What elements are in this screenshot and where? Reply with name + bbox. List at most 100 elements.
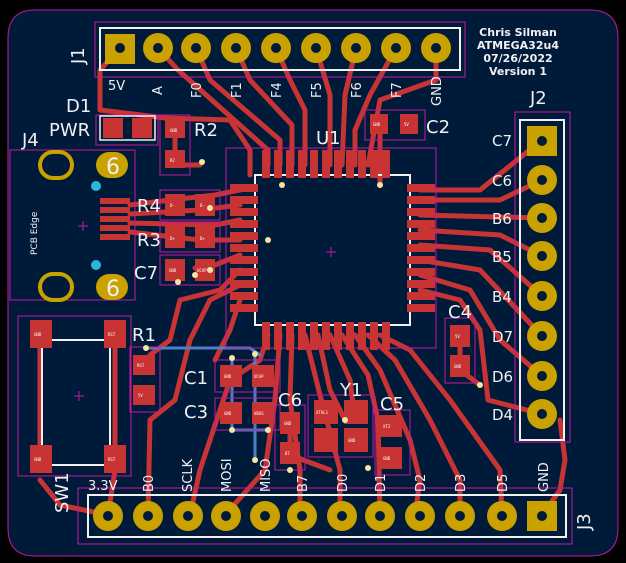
j2-pin-labels: C7 C6 B6 B5 B4 D7 D6 D4 — [492, 132, 513, 424]
ref-c3: C3 — [184, 402, 208, 423]
chip-text: ATMEGA32u4 — [477, 39, 559, 52]
board-info-block: Chris Silman ATMEGA32u4 07/26/2022 Versi… — [477, 26, 559, 78]
svg-text:GND: GND — [454, 364, 462, 369]
svg-text:3.3V: 3.3V — [88, 479, 118, 494]
date-text: 07/26/2022 — [483, 52, 552, 65]
svg-text:GND: GND — [169, 268, 177, 273]
smd-parts — [103, 114, 470, 469]
ref-j3: J3 — [574, 513, 595, 531]
j1-label-5v: 5V — [108, 79, 125, 94]
ref-c1: C1 — [184, 368, 208, 389]
ref-sw1: SW1 — [52, 472, 73, 513]
svg-text:RST: RST — [108, 457, 116, 462]
vias — [143, 159, 483, 473]
svg-text:D1: D1 — [374, 474, 389, 492]
ref-d1: D1 — [66, 96, 91, 117]
svg-text:D6: D6 — [492, 368, 513, 386]
ref-u1: U1 — [316, 128, 341, 149]
svg-text:RST: RST — [108, 332, 116, 337]
svg-text:XT2: XT2 — [383, 424, 391, 429]
svg-text:SCLK: SCLK — [181, 458, 196, 492]
svg-text:D+: D+ — [170, 236, 175, 241]
version-text: Version 1 — [489, 65, 547, 78]
reference-designators: J1 J2 J3 J4 D1 PWR U1 Y1 SW1 R1 R2 R3 R4… — [21, 47, 595, 531]
svg-text:D0: D0 — [336, 474, 351, 492]
ref-pwr: PWR — [49, 120, 90, 141]
chip-u1 — [230, 150, 435, 350]
header-j3 — [87, 494, 567, 538]
svg-text:5V: 5V — [404, 122, 409, 127]
ref-c2: C2 — [426, 117, 450, 138]
svg-text:D5: D5 — [496, 474, 511, 492]
pcb-edge-label: PCB Edge — [30, 211, 40, 255]
svg-text:R2: R2 — [170, 158, 175, 163]
ref-r3: R3 — [137, 230, 161, 251]
ref-c7: C7 — [134, 263, 158, 284]
svg-text:D-: D- — [200, 203, 205, 208]
svg-text:MISO: MISO — [259, 458, 274, 492]
usb-pad-numbers: 6 6 — [106, 155, 120, 302]
svg-text:B0: B0 — [142, 475, 157, 492]
svg-text:D4: D4 — [492, 406, 513, 424]
svg-text:RST: RST — [137, 363, 145, 368]
svg-text:F1: F1 — [230, 82, 245, 98]
ref-c5: C5 — [380, 394, 404, 415]
header-j2 — [519, 119, 565, 441]
svg-text:5V: 5V — [455, 334, 460, 339]
svg-text:XTAL1: XTAL1 — [316, 410, 329, 415]
courtyards — [9, 21, 573, 545]
svg-text:GND: GND — [383, 456, 391, 461]
svg-text:GND: GND — [34, 332, 42, 337]
ref-y1: Y1 — [339, 380, 362, 401]
ref-j4: J4 — [21, 130, 39, 151]
ref-j2: J2 — [529, 88, 547, 109]
svg-text:GND: GND — [348, 438, 356, 443]
svg-text:C6: C6 — [492, 172, 512, 190]
part-silk-outlines — [99, 115, 156, 141]
switch-sw1 — [30, 320, 126, 473]
ref-r1: R1 — [132, 325, 156, 346]
svg-text:GND: GND — [224, 374, 232, 379]
svg-text:F4: F4 — [270, 82, 285, 98]
svg-text:F5: F5 — [310, 82, 325, 98]
ref-c6: C6 — [278, 390, 302, 411]
pad-net-labels: GND R2 GND 5V 5V GND GND B7 XTAL1 GND XT… — [34, 122, 462, 462]
svg-text:D+: D+ — [200, 236, 205, 241]
svg-text:6: 6 — [106, 277, 120, 302]
svg-text:F7: F7 — [390, 82, 405, 98]
svg-text:6: 6 — [106, 155, 120, 180]
svg-text:F6: F6 — [350, 82, 365, 98]
ref-r2: R2 — [194, 120, 218, 141]
author-text: Chris Silman — [479, 26, 557, 39]
svg-text:GND: GND — [34, 457, 42, 462]
j3-pin-labels: 3.3V B0 SCLK MOSI MISO B7 D0 D1 D2 D3 D5… — [88, 458, 552, 494]
header-j1 — [99, 27, 461, 71]
usb-connector-j4 — [38, 150, 130, 302]
svg-text:VBUS: VBUS — [254, 411, 264, 416]
svg-text:A: A — [151, 86, 166, 95]
svg-text:D-: D- — [170, 203, 175, 208]
svg-text:GND: GND — [170, 128, 178, 133]
svg-text:GND: GND — [284, 421, 292, 426]
svg-text:B6: B6 — [492, 210, 512, 228]
svg-text:UCAP: UCAP — [197, 268, 207, 273]
ref-c4: C4 — [448, 302, 472, 323]
svg-text:MOSI: MOSI — [220, 458, 235, 492]
svg-text:5V: 5V — [138, 393, 143, 398]
svg-text:B4: B4 — [492, 288, 512, 306]
j1-pin-labels: 5V A F0 F1 F4 F5 F6 F7 GND — [108, 76, 445, 106]
svg-text:GND: GND — [373, 122, 381, 127]
svg-text:C7: C7 — [492, 132, 512, 150]
svg-text:B5: B5 — [492, 248, 512, 266]
svg-text:GND: GND — [430, 76, 445, 106]
svg-text:GND: GND — [224, 411, 232, 416]
ref-j1: J1 — [68, 47, 89, 65]
svg-text:B7: B7 — [296, 475, 311, 492]
svg-text:D3: D3 — [454, 474, 469, 492]
svg-text:D2: D2 — [414, 474, 429, 492]
svg-text:B7: B7 — [285, 451, 290, 456]
svg-text:F0: F0 — [190, 82, 205, 98]
svg-text:UCAP: UCAP — [254, 374, 264, 379]
